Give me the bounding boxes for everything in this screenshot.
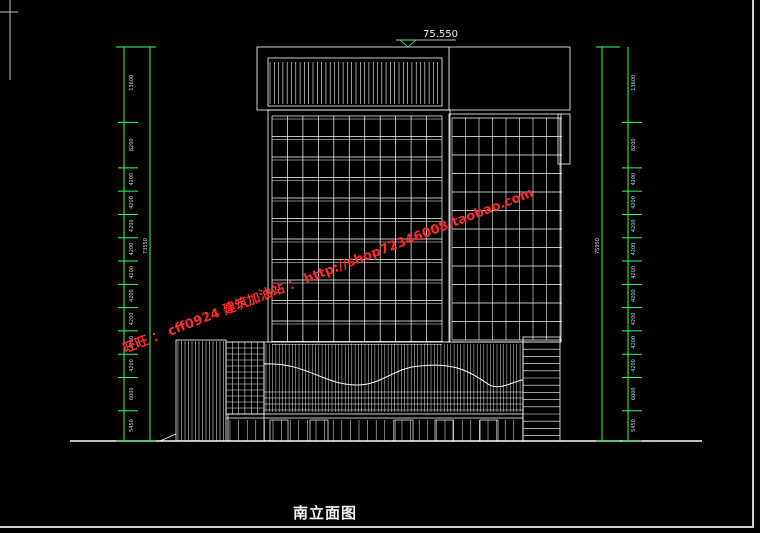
corner-crosshair (0, 0, 18, 80)
dim-label: 4200 (129, 359, 135, 372)
dim-label: 4200 (631, 336, 637, 349)
right-dimension-chain: 13600 8200 4200 4200 4200 4200 4200 4200 4200 420… (595, 46, 642, 442)
dim-label: 4200 (129, 313, 135, 326)
wing-window-grid (451, 117, 562, 341)
building-elevation (159, 46, 571, 442)
roof-louver (267, 57, 443, 107)
dim-label: 8200 (631, 138, 637, 151)
louver-frame (267, 57, 443, 107)
dim-total-label: 75950 (595, 238, 601, 254)
dim-label: 6000 (129, 387, 135, 400)
dim-label: 4200 (129, 173, 135, 186)
door-frame (309, 419, 329, 442)
dim-label: 4200 (129, 266, 135, 279)
dim-label: 4200 (631, 359, 637, 372)
elevation-value: 75.550 (423, 29, 458, 40)
left-dimension-chain: 13600 8200 4200 4200 4200 4200 4200 4200 4200 420… (116, 46, 156, 442)
tower-window-grid (271, 115, 443, 345)
dim-label: 4200 (631, 243, 637, 256)
dim-label: 13600 (631, 75, 637, 91)
entrance-band (227, 413, 524, 442)
dim-label: 4200 (129, 196, 135, 209)
watermark: 旺旺 ： cff0924 建筑加油站 ： http://shop72346008… (121, 185, 536, 357)
dim-label: 4200 (631, 196, 637, 209)
elevation-marker: 75.550 (396, 29, 458, 48)
dim-label: 13600 (129, 75, 135, 91)
dim-label: 5450 (129, 419, 135, 432)
door-frame (479, 419, 499, 442)
podium-grid-lines (225, 341, 265, 415)
podium-wave-roof (263, 363, 524, 388)
door-frame (269, 419, 289, 442)
podium-main-fins (264, 344, 523, 412)
step-left (159, 433, 177, 442)
dim-label: 4200 (631, 313, 637, 326)
dim-label: 4200 (631, 219, 637, 232)
dim-label: 6000 (631, 387, 637, 400)
roof-block (256, 46, 571, 111)
dim-label: 8200 (129, 138, 135, 151)
dim-label: 5450 (631, 419, 637, 432)
podium-left (175, 339, 227, 442)
dim-label: 4200 (631, 173, 637, 186)
dim-label: 4200 (129, 289, 135, 302)
dim-label: 4200 (631, 289, 637, 302)
watermark-text: 旺旺 ： cff0924 建筑加油站 ： http://shop72346008… (121, 185, 536, 357)
dim-label: 4200 (129, 219, 135, 232)
entrance-doors (229, 419, 515, 442)
stair-column-lines (523, 341, 560, 436)
door-frame (434, 419, 454, 442)
podium-left-fins (177, 341, 224, 441)
door-frame (394, 419, 414, 442)
dim-label: 4200 (129, 243, 135, 256)
drawing-title: 南立面图 (292, 504, 357, 522)
right-wing-top (557, 113, 571, 165)
stair-column (522, 336, 561, 442)
dim-total-label: 73550 (143, 238, 149, 254)
dim-label: 4200 (129, 336, 135, 349)
dim-label: 4200 (631, 266, 637, 279)
